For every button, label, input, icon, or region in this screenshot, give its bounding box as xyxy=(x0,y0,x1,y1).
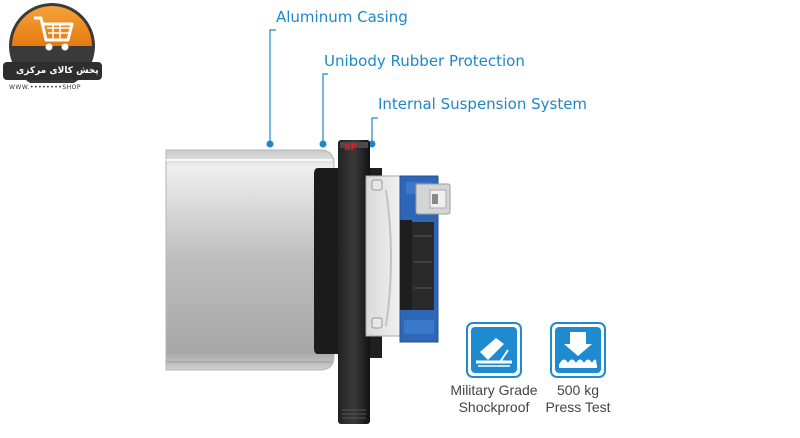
callout-rubber-protection: Unibody Rubber Protection xyxy=(324,52,525,70)
suspension-leader-line xyxy=(371,117,378,144)
shopping-cart-icon xyxy=(34,16,74,51)
rubber-leader-line xyxy=(322,73,328,144)
suspension-leader-dot xyxy=(368,140,376,148)
press-test-icon xyxy=(550,322,606,378)
shockproof-badge xyxy=(466,322,522,378)
press-test-line2: Press Test xyxy=(545,399,611,415)
press-test-line1: 500 kg xyxy=(556,382,600,398)
internal-drive xyxy=(365,175,451,343)
press-test-caption: 500 kg Press Test xyxy=(530,382,626,416)
aluminum-casing xyxy=(165,149,335,371)
brand-mark: SP xyxy=(344,143,357,153)
rubber-leader-dot xyxy=(319,140,327,148)
shockproof-line2: Shockproof xyxy=(458,399,530,415)
aluminum-leader-line xyxy=(269,29,276,144)
aluminum-leader-dot xyxy=(266,140,274,148)
shockproof-icon xyxy=(466,322,522,378)
store-logo[interactable]: پخش کالای مرکزی WWW.••••••••SHOP xyxy=(0,0,105,100)
callout-aluminum-casing: Aluminum Casing xyxy=(276,8,408,26)
logo-text: پخش کالای مرکزی xyxy=(16,66,99,76)
press-test-badge xyxy=(550,322,606,378)
shockproof-line1: Military Grade xyxy=(450,382,538,398)
shockproof-caption: Military Grade Shockproof xyxy=(446,382,542,416)
logo-subtext: WWW.••••••••SHOP xyxy=(9,84,81,91)
callout-suspension-system: Internal Suspension System xyxy=(378,95,588,113)
